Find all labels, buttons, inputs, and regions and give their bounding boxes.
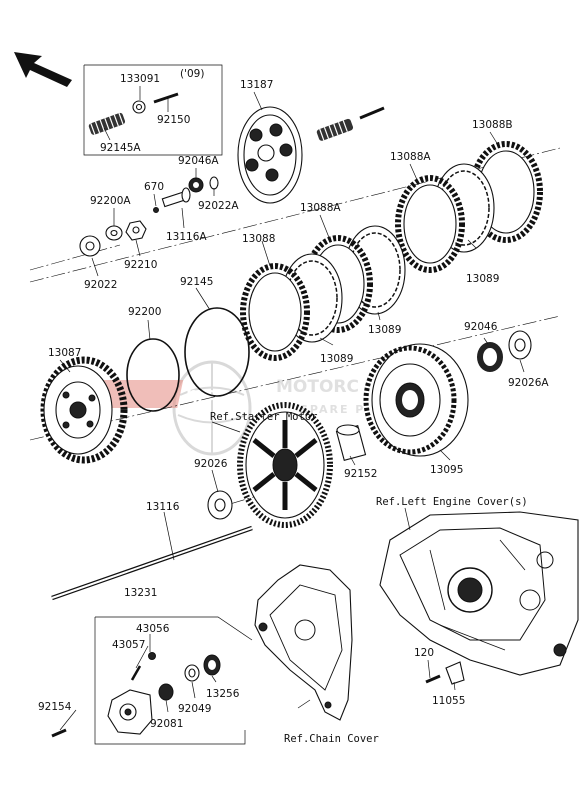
label-670: 670 — [144, 181, 164, 193]
bolt-92150 — [153, 92, 179, 104]
label-13088: 13088 — [242, 233, 275, 245]
bearing-92046A — [188, 177, 204, 193]
piston-13256 — [203, 654, 221, 676]
label-13256: 13256 — [206, 688, 240, 700]
clutch-hub-13087 — [40, 356, 128, 464]
label-92210: 92210 — [124, 259, 157, 271]
arrow-up-left-icon — [14, 52, 72, 87]
seal-92049 — [184, 664, 200, 682]
o-ring-92200 — [126, 338, 180, 412]
label-92022: 92022 — [84, 279, 117, 291]
label-13231: 13231 — [124, 587, 157, 599]
o-ring-92145 — [184, 307, 250, 397]
bolt-92154 — [51, 728, 67, 738]
starter-gear — [237, 402, 333, 528]
label-13087: 13087 — [48, 347, 81, 359]
label-13088A-2: 13088A — [300, 202, 341, 214]
label-13095: 13095 — [430, 464, 463, 476]
nut-133091 — [132, 100, 146, 114]
label-133091: 133091 — [120, 73, 160, 85]
label-92145A: 92145A — [100, 142, 141, 154]
pressure-plate-13187 — [237, 106, 303, 204]
label-13088B: 13088B — [472, 119, 513, 131]
washer-92026A — [508, 330, 532, 360]
label-13089-2: 13089 — [368, 324, 401, 336]
part-labels: 133091 ('09) 92150 92145A 13187 92046A 9… — [38, 68, 549, 730]
cap-43056 — [148, 652, 156, 660]
group-box-13231 — [94, 616, 253, 745]
label-92026A: 92026A — [508, 377, 549, 389]
label-09: ('09) — [180, 68, 204, 80]
spring-92081 — [158, 683, 174, 701]
ref-starter-motor: Ref.Starter Motor — [210, 411, 317, 423]
nut-92210 — [125, 220, 147, 241]
label-92145: 92145 — [180, 276, 213, 288]
left-engine-cover — [379, 511, 579, 676]
bleeder-43057 — [130, 665, 142, 681]
label-13089-3: 13089 — [320, 353, 353, 365]
label-13116A: 13116A — [166, 231, 207, 243]
label-43057: 43057 — [112, 639, 145, 651]
friction-plate-13088A-a — [395, 175, 465, 273]
reference-labels: Ref.Starter Motor Ref.Left Engine Cover(… — [210, 411, 528, 745]
label-92154: 92154 — [38, 701, 72, 713]
spring-92145A — [88, 112, 126, 135]
needle-bearing-92046 — [477, 342, 503, 372]
release-cylinder-13231 — [107, 689, 153, 735]
washer-92200A — [105, 225, 123, 241]
label-92081: 92081 — [150, 718, 183, 730]
spring-13187 — [316, 106, 385, 141]
bolt-120 — [425, 674, 441, 684]
watermark-brand: MOTORC — [276, 377, 359, 397]
label-43056: 43056 — [136, 623, 170, 635]
label-13088A-1: 13088A — [390, 151, 431, 163]
leader-lines — [59, 86, 525, 731]
label-13089-1: 13089 — [466, 273, 499, 285]
friction-plate-13088 — [240, 263, 310, 361]
washer-92022A — [209, 176, 219, 190]
label-120: 120 — [414, 647, 434, 659]
label-13116: 13116 — [146, 501, 180, 513]
label-11055: 11055 — [432, 695, 465, 707]
pushrod-13116A — [161, 187, 191, 208]
ball-670 — [153, 207, 159, 213]
ref-left-engine-cover: Ref.Left Engine Cover(s) — [376, 496, 528, 508]
clutch-housing-13095 — [363, 343, 469, 457]
label-13187: 13187 — [240, 79, 273, 91]
label-92026: 92026 — [194, 458, 228, 470]
chain-cover — [254, 564, 353, 721]
watermark-sub: SPARE P — [300, 403, 365, 416]
bracket-11055 — [445, 661, 465, 685]
pushrod-13116 — [51, 525, 253, 601]
label-92152: 92152 — [344, 468, 377, 480]
ref-chain-cover: Ref.Chain Cover — [284, 733, 379, 745]
label-92046: 92046 — [464, 321, 498, 333]
label-92049: 92049 — [178, 703, 211, 715]
label-92200: 92200 — [128, 306, 161, 318]
group-box-92145A — [83, 64, 223, 156]
washer-92022 — [79, 235, 101, 257]
label-92046A: 92046A — [178, 155, 219, 167]
label-92022A: 92022A — [198, 200, 239, 212]
washer-92026 — [207, 490, 233, 520]
sleeve-92152 — [335, 424, 367, 462]
label-92200A: 92200A — [90, 195, 131, 207]
label-92150: 92150 — [157, 114, 190, 126]
